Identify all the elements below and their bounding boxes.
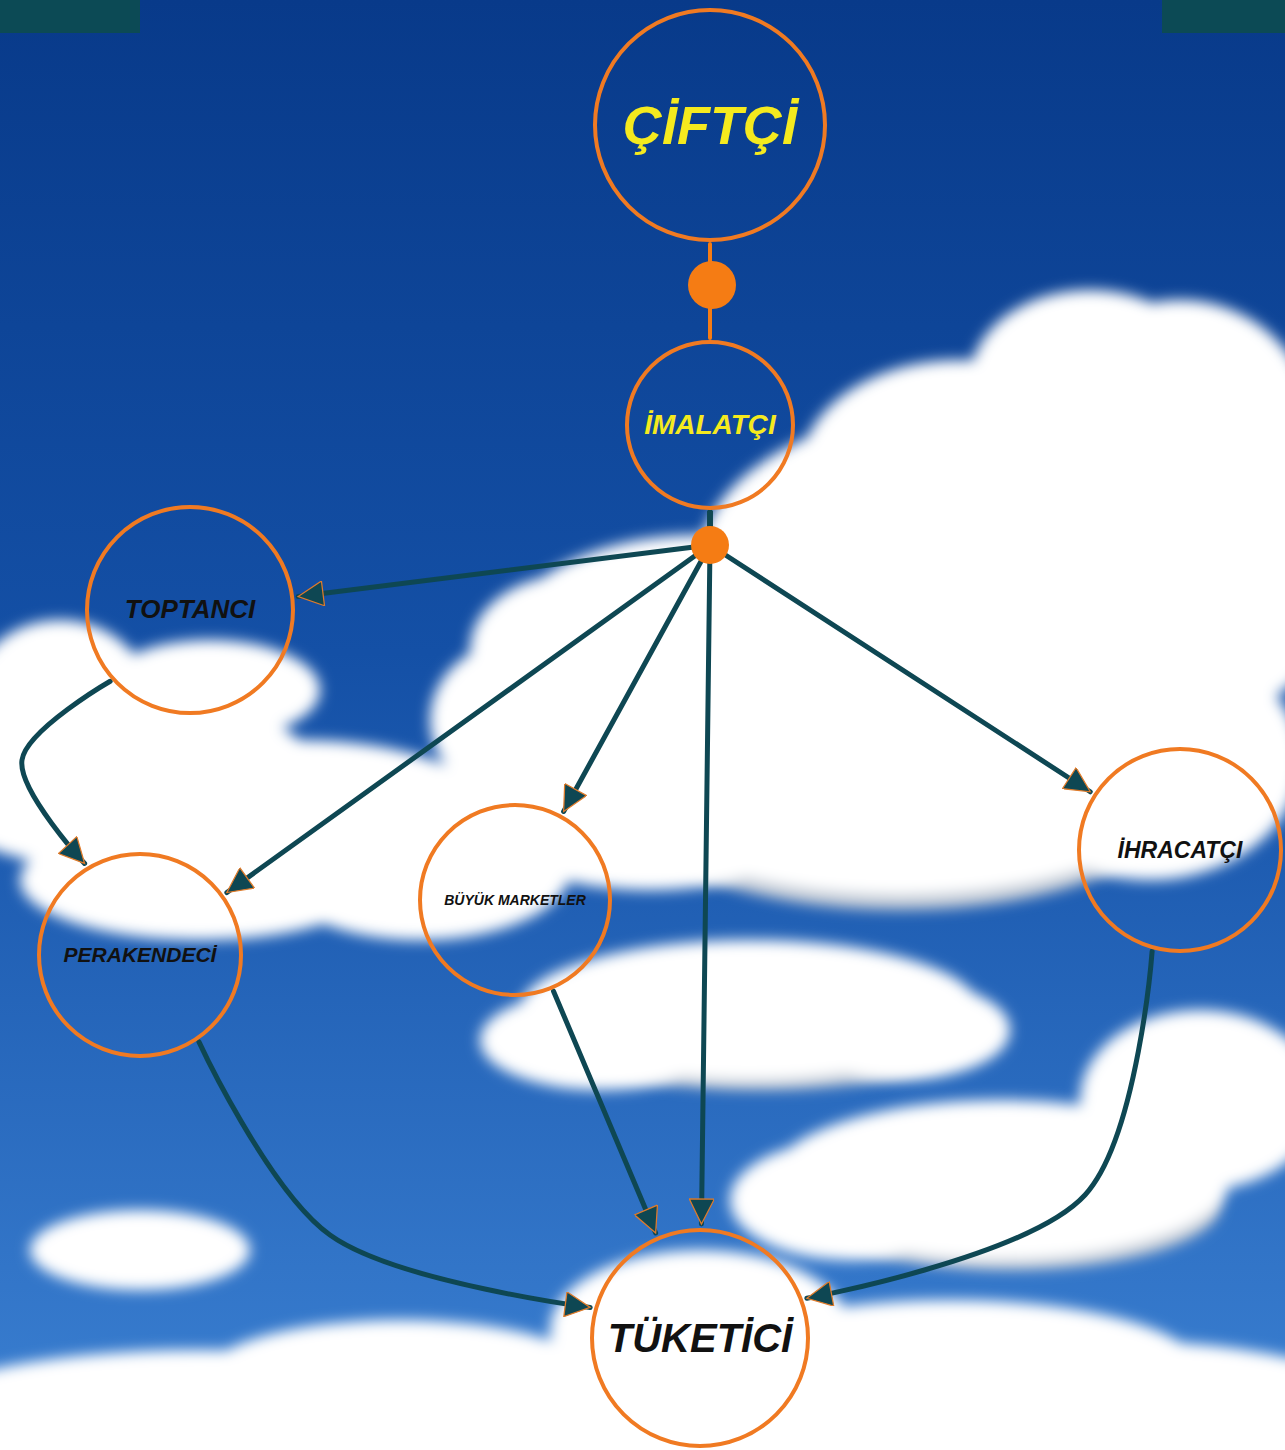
flow-arrow: [22, 681, 110, 863]
clouds: [0, 290, 1285, 1450]
circle-border: [1079, 749, 1281, 951]
flow-arrow: [701, 512, 710, 1224]
node-label: ÇİFTÇİ: [623, 94, 797, 156]
supermarket-circle: BÜYÜK MARKETLER: [418, 803, 612, 997]
circle-border: [420, 805, 610, 995]
retailer-circle: PERAKENDECİ: [37, 852, 243, 1058]
node-label: BÜYÜK MARKETLER: [444, 892, 586, 908]
flow-arrow: [227, 512, 710, 893]
circle-border: [595, 10, 825, 240]
flow-arrow: [564, 512, 710, 811]
consumer-circle: TÜKETİCİ: [590, 1228, 810, 1448]
junction-dot: [691, 526, 729, 564]
node-label: PERAKENDECİ: [64, 943, 217, 967]
flow-arrow: [298, 512, 710, 596]
node-label: TOPTANCI: [125, 595, 255, 625]
farmer-circle: ÇİFTÇİ: [593, 8, 827, 242]
flow-arrow: [807, 951, 1152, 1298]
circle-border: [592, 1230, 808, 1446]
junction-dot: [688, 261, 736, 309]
circle-border: [87, 507, 293, 713]
wholesaler-circle: TOPTANCI: [85, 505, 295, 715]
circle-border: [39, 854, 241, 1056]
circle-border: [627, 342, 793, 508]
flow-arrow: [554, 991, 656, 1233]
manufacturer-circle: İMALATÇI: [625, 340, 795, 510]
node-label: İMALATÇI: [644, 409, 776, 441]
flow-arrow: [710, 512, 1090, 792]
node-label: İHRACATÇI: [1118, 837, 1243, 863]
flow-arrow: [199, 1042, 590, 1308]
node-label: TÜKETİCİ: [608, 1315, 792, 1361]
corner-bar: [0, 0, 140, 33]
exporter-circle: İHRACATÇI: [1077, 747, 1283, 953]
corner-bar: [1162, 0, 1285, 33]
